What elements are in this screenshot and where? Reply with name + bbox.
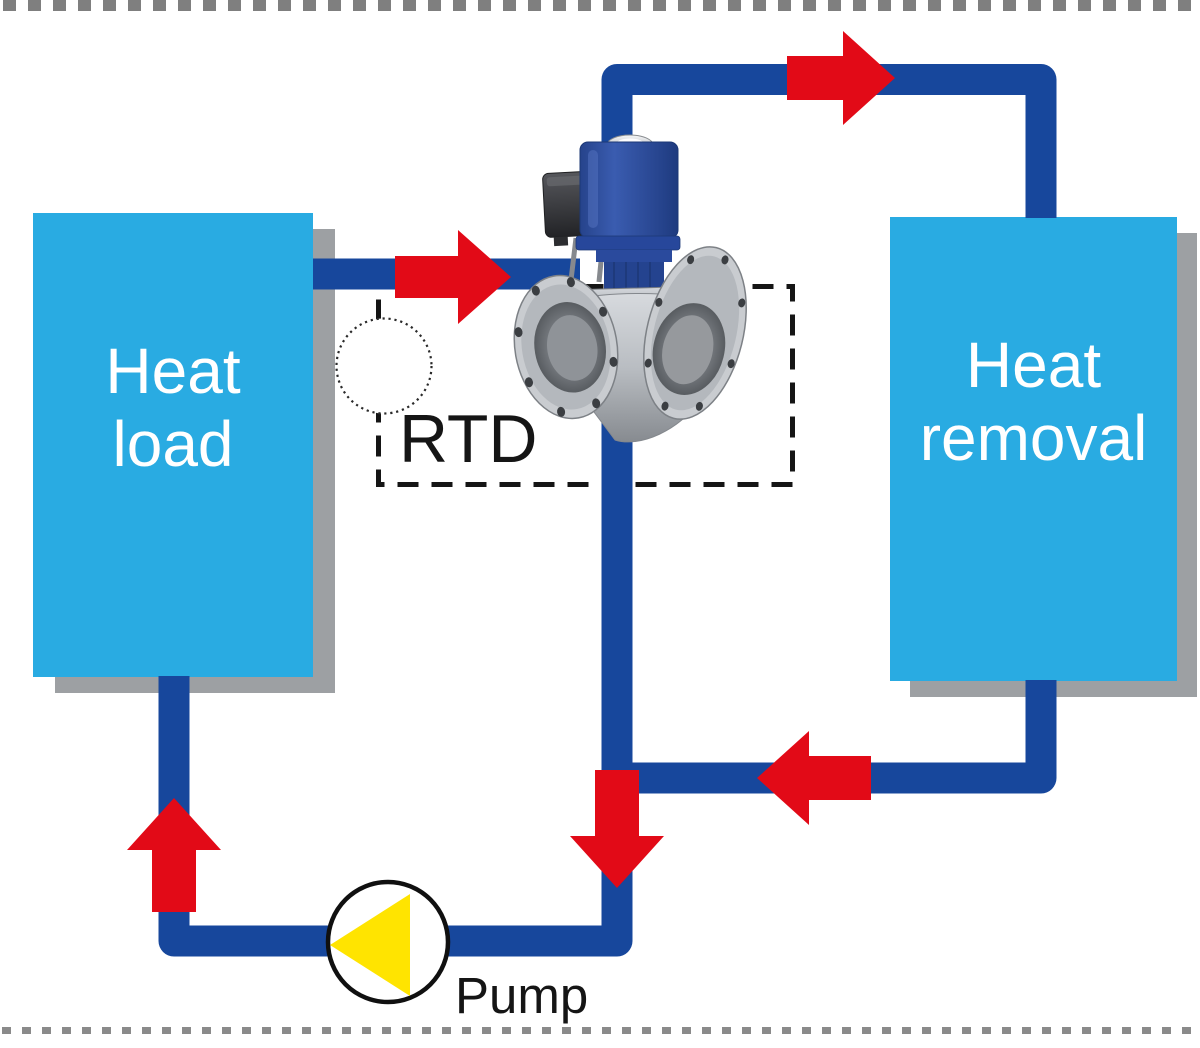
flow-arrow-left-return-icon (757, 731, 871, 825)
valve-positioner-box (542, 170, 618, 247)
actuator-cap-window (616, 138, 644, 150)
valve-body (571, 293, 719, 443)
valve-actuator (575, 134, 681, 289)
flow-arrow-down-middle-icon (570, 770, 664, 888)
heat-load-line1: Heat (105, 335, 241, 407)
heat-load-line2: load (112, 408, 234, 480)
heat-load-label: Heat load (33, 335, 313, 481)
actuator-top-cap (606, 134, 654, 156)
pump-circle (325, 879, 451, 1005)
pump-symbol (325, 879, 451, 1005)
pipe-valve-to-heat-removal-top (601, 64, 1057, 218)
heat-removal-label: Heat removal (890, 329, 1177, 475)
valve-flange-right (643, 246, 747, 420)
top-dashed-border (0, 0, 1200, 11)
flange-bolt-holes (644, 255, 746, 411)
pump-triangle-icon (330, 894, 410, 996)
three-way-valve (513, 134, 747, 443)
valve-positioner-legs (568, 237, 606, 283)
rtd-label: RTD (399, 401, 538, 477)
heat-load-box: Heat load (33, 213, 313, 677)
bottom-dashed-border (0, 1027, 1200, 1034)
valve-yoke (544, 285, 732, 372)
flow-arrow-right-supply-icon (395, 230, 511, 324)
heat-removal-box: Heat removal (890, 217, 1177, 681)
flow-arrow-right-top-icon (787, 31, 895, 125)
heat-removal-line1: Heat (965, 329, 1102, 401)
flow-arrow-up-left-icon (127, 798, 221, 912)
heat-removal-line2: removal (919, 402, 1148, 474)
pump-label: Pump (455, 967, 589, 1024)
